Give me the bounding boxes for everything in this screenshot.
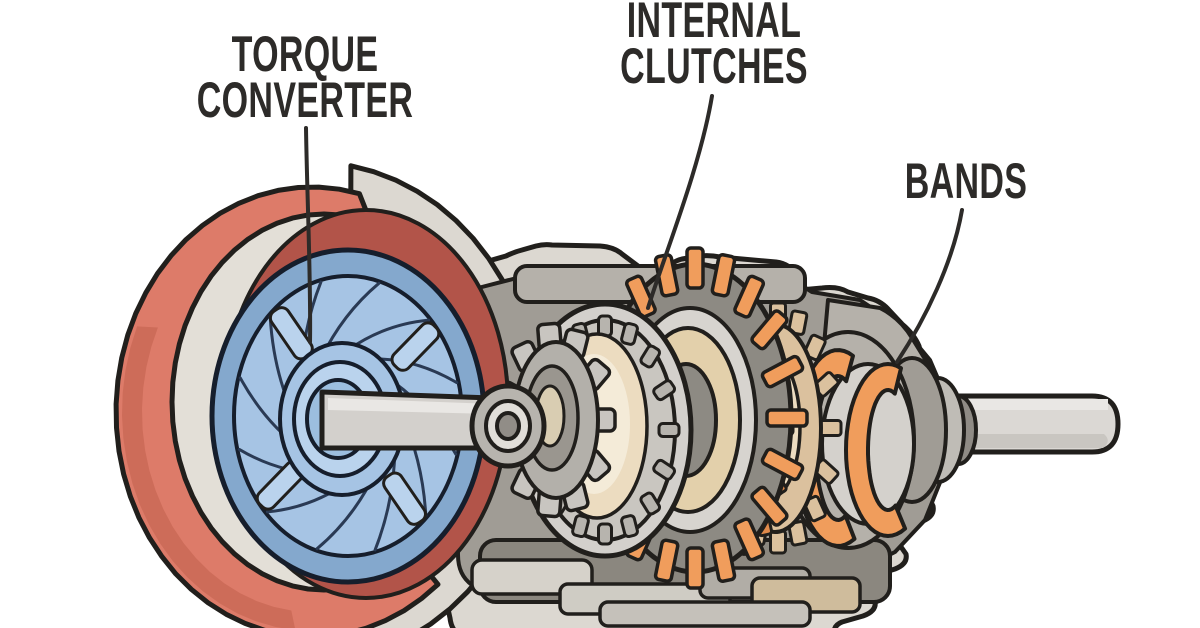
rear-band [844, 362, 908, 538]
internal-clutches-label-line2: CLUTCHES [620, 39, 808, 95]
shaft-highlight [960, 399, 1108, 410]
shaft-highlight [328, 398, 494, 414]
roller-bearings [529, 314, 681, 546]
labels: TORQUE CONVERTER INTERNAL CLUTCHES BANDS [197, 0, 1028, 210]
input-shaft [319, 383, 547, 469]
torque-converter-label-line1: TORQUE [232, 27, 379, 83]
shaft-shade [960, 434, 1108, 448]
internal-clutches-label: INTERNAL CLUTCHES [620, 0, 808, 95]
leader-lines [304, 94, 964, 364]
valve-body-rib [598, 600, 812, 628]
torque-converter-label-line2: CONVERTER [197, 73, 414, 129]
leader-line-torque-converter [304, 126, 313, 344]
bands-label-line1: BANDS [905, 154, 1028, 210]
shaft-bore [495, 411, 521, 441]
internal-clutches-label-line1: INTERNAL [627, 0, 802, 49]
leader-line-internal-clutches [646, 94, 714, 310]
torque-converter-label: TORQUE CONVERTER [197, 27, 414, 129]
sun-gear [495, 321, 617, 519]
output-shaft [955, 393, 1121, 455]
turbine-spokes [255, 306, 441, 526]
leader-line-bands [895, 208, 964, 364]
bands-label: BANDS [905, 154, 1028, 210]
